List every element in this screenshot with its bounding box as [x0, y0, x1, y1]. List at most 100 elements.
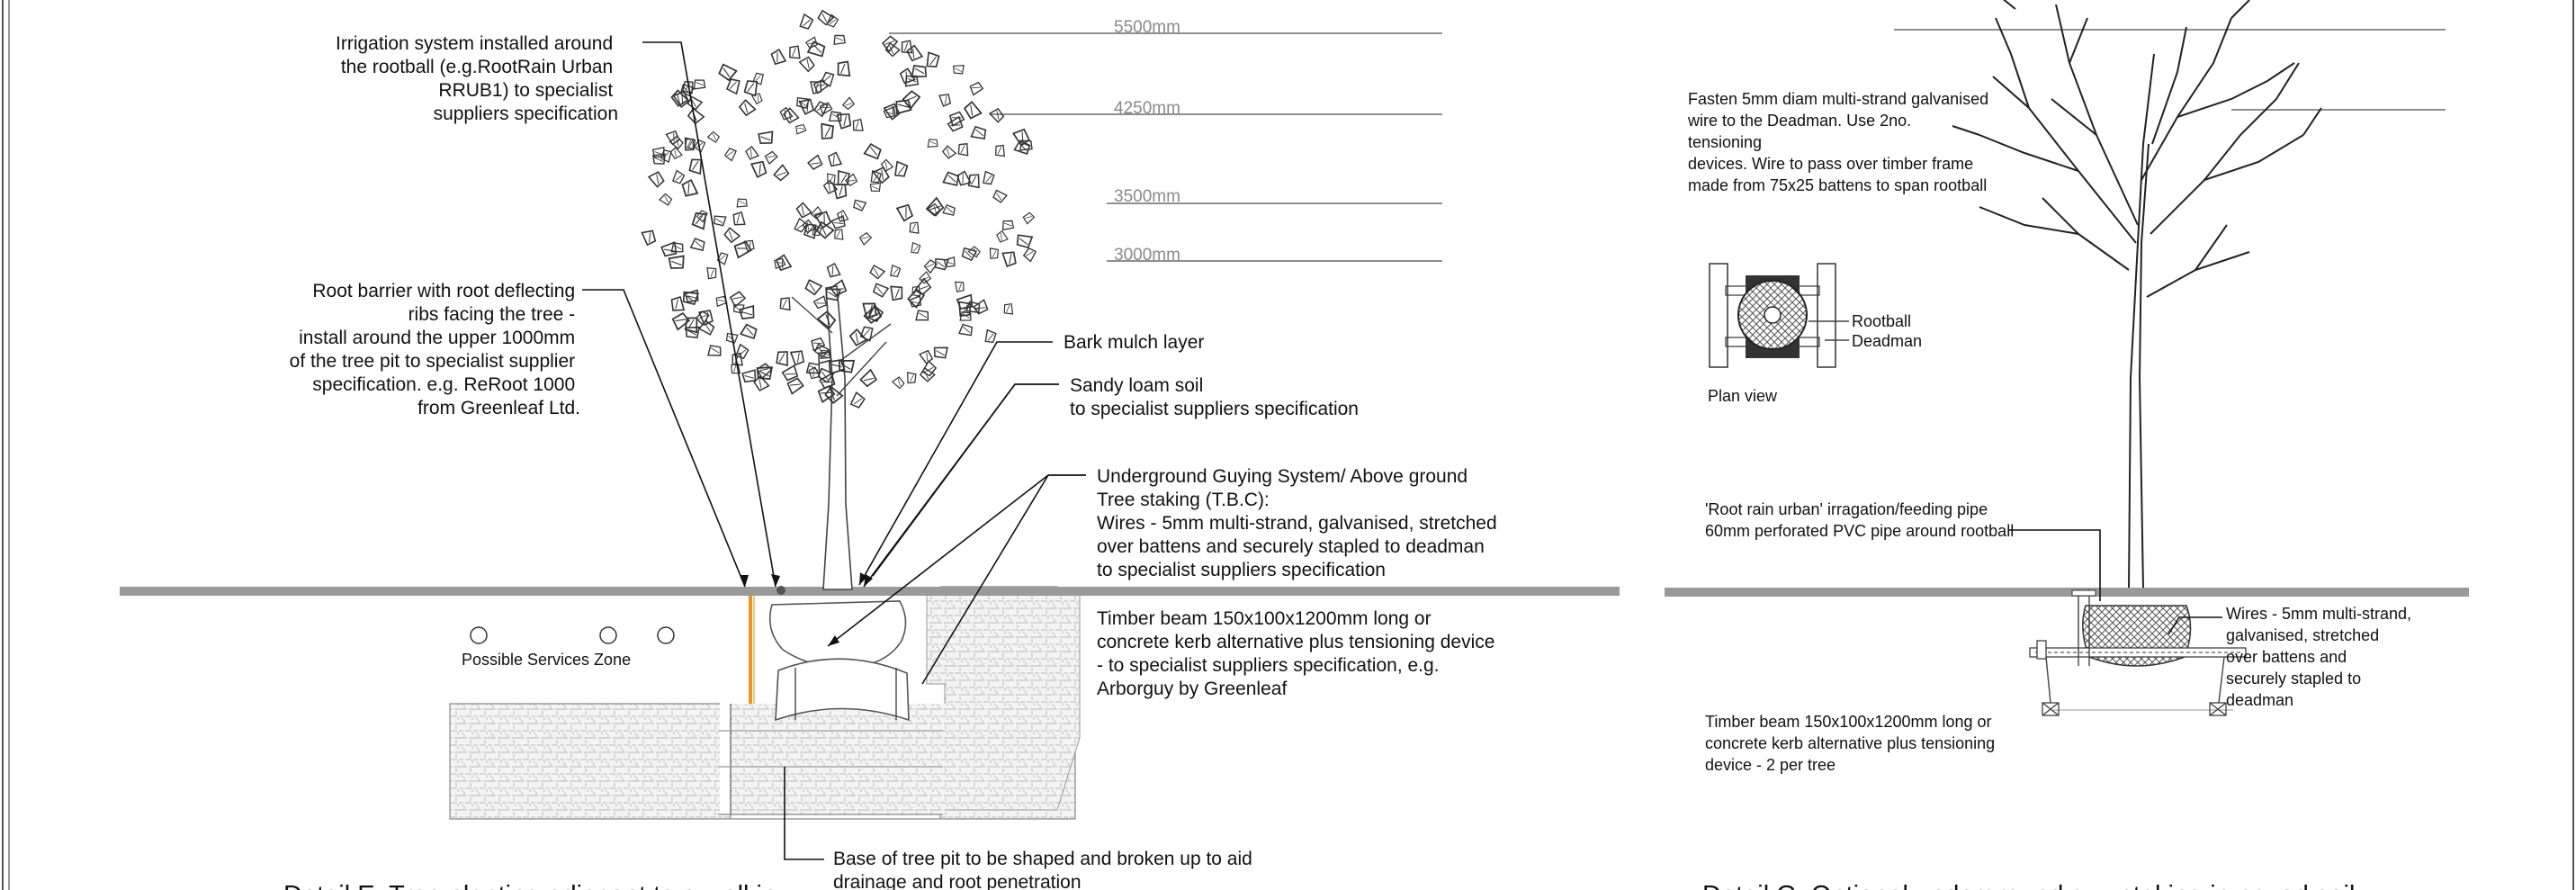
leaf-glyph [763, 149, 778, 165]
timber-beam-right-label: Timber beam 150x100x1200mm long or concr… [1705, 713, 1999, 774]
leaf-glyph [810, 79, 823, 94]
leaf-glyph [909, 221, 920, 234]
leaf-glyph [651, 147, 666, 159]
tree-trunk [776, 285, 892, 595]
leaf-glyph [849, 391, 866, 410]
leaf-glyph [798, 13, 814, 31]
leaf-glyph [741, 369, 758, 384]
leaf-glyph [869, 170, 883, 184]
leaf-glyph [732, 211, 746, 228]
leaf-glyph [890, 284, 904, 301]
services-zone-label: Possible Services Zone [462, 651, 631, 669]
leaf-glyph [660, 241, 679, 258]
leaf-glyph [910, 242, 921, 255]
leaf-glyph [685, 138, 695, 149]
leaf-glyph [938, 92, 953, 107]
leaf-glyph [798, 55, 816, 73]
leaf-glyph [752, 71, 765, 85]
timber-beam-label: Timber beam 150x100x1200mm long or concr… [1097, 608, 1500, 699]
leaf-glyph [737, 98, 757, 118]
leaf-glyph [680, 178, 698, 199]
leaf-glyph [915, 310, 929, 322]
leaf-glyph [728, 290, 747, 308]
leaf-glyph [1015, 233, 1033, 249]
leaf-glyph [693, 78, 706, 90]
leaf-glyph [776, 350, 789, 366]
irrigation-label: Irrigation system installed around the r… [336, 33, 618, 124]
leaf-glyph [707, 345, 723, 357]
leaf-glyph [769, 48, 786, 67]
leaf-glyph [788, 45, 801, 60]
leaf-glyph [716, 62, 738, 83]
leaf-glyph [713, 214, 727, 227]
leaf-glyph [925, 197, 946, 218]
leaf-glyph [790, 348, 806, 366]
leaf-glyph [820, 122, 835, 140]
guying-system-label: Underground Guying System/ Above ground … [1097, 466, 1502, 580]
leaf-glyph [983, 329, 997, 345]
leaf-glyph [794, 123, 807, 135]
base-pit-label: Base of tree pit to be shaped and broken… [833, 849, 1258, 890]
leaf-glyph [779, 297, 791, 311]
leaf-glyph [942, 203, 956, 217]
leaf-glyph [925, 51, 940, 69]
leaf-glyph [826, 151, 842, 168]
detail-e-caption: Detail E: Tree planting adjacent to a wa… [283, 881, 776, 890]
leaf-glyph [758, 130, 775, 146]
leaf-glyph [706, 266, 717, 280]
leaf-glyph [814, 209, 833, 229]
leaf-glyph [740, 322, 758, 340]
leaf-glyph [809, 336, 826, 352]
leaf-glyph [744, 145, 759, 162]
detail-g: Rootball Deadman Plan view Fasten 5mm di… [1665, 0, 2469, 890]
leaf-glyph [958, 323, 974, 337]
rootball [768, 600, 910, 722]
ground-line [120, 587, 1620, 596]
leaf-glyph [1003, 302, 1014, 315]
root-rain-pipe-label: 'Root rain urban' irragation/feeding pip… [1705, 500, 2014, 540]
leaf-glyph [698, 319, 716, 337]
leaf-glyph [836, 111, 853, 130]
leaf-glyph [871, 282, 889, 299]
leaf-glyph [968, 80, 984, 96]
level-lines: 5500mm 4250mm 3500mm 3000mm [889, 18, 1442, 265]
leaf-glyph [941, 144, 956, 160]
level-3500: 3500mm [1114, 187, 1180, 206]
root-barrier-label: Root barrier with root deflecting ribs f… [290, 281, 580, 418]
fasten-wire-label: Fasten 5mm diam multi-strand galvanised … [1687, 90, 1993, 194]
leaf-glyph [732, 239, 753, 259]
wires-label: Wires - 5mm multi-strand, galvanised, st… [2226, 605, 2416, 709]
leaf-glyph [841, 96, 856, 112]
leaf-glyph [1021, 211, 1036, 225]
leaf-glyph [1001, 249, 1018, 268]
leaf-glyph [806, 154, 824, 172]
leaf-glyph [943, 256, 957, 269]
leaf-glyph [892, 375, 906, 390]
ground-line-right [1665, 588, 2469, 597]
leaf-glyph [688, 157, 704, 175]
leaf-glyph [641, 228, 658, 247]
leaf-glyph [970, 125, 988, 140]
leaf-glyph [962, 100, 983, 121]
leaf-glyph [648, 169, 666, 188]
leaf-glyph [836, 60, 851, 77]
leaf-glyph [723, 226, 740, 245]
leaf-glyph [1001, 219, 1015, 230]
detail-e: 5500mm 4250mm 3500mm 3000mm [120, 9, 1620, 890]
bare-tree [1952, 0, 2322, 590]
leaf-glyph [820, 70, 836, 87]
leaf-glyph [659, 192, 674, 207]
leaf-glyph [689, 237, 706, 252]
leaf-glyph [669, 296, 685, 313]
leaf-glyph [906, 372, 917, 384]
plan-view-label: Plan view [1708, 387, 1778, 405]
leaf-glyph [772, 164, 791, 183]
leaf-glyph [893, 160, 909, 178]
leaf-glyph [896, 202, 915, 222]
leaf-glyph [803, 278, 822, 297]
leaf-glyph [736, 198, 748, 208]
leaf-glyph [872, 165, 892, 184]
leaf-glyph [671, 169, 686, 185]
